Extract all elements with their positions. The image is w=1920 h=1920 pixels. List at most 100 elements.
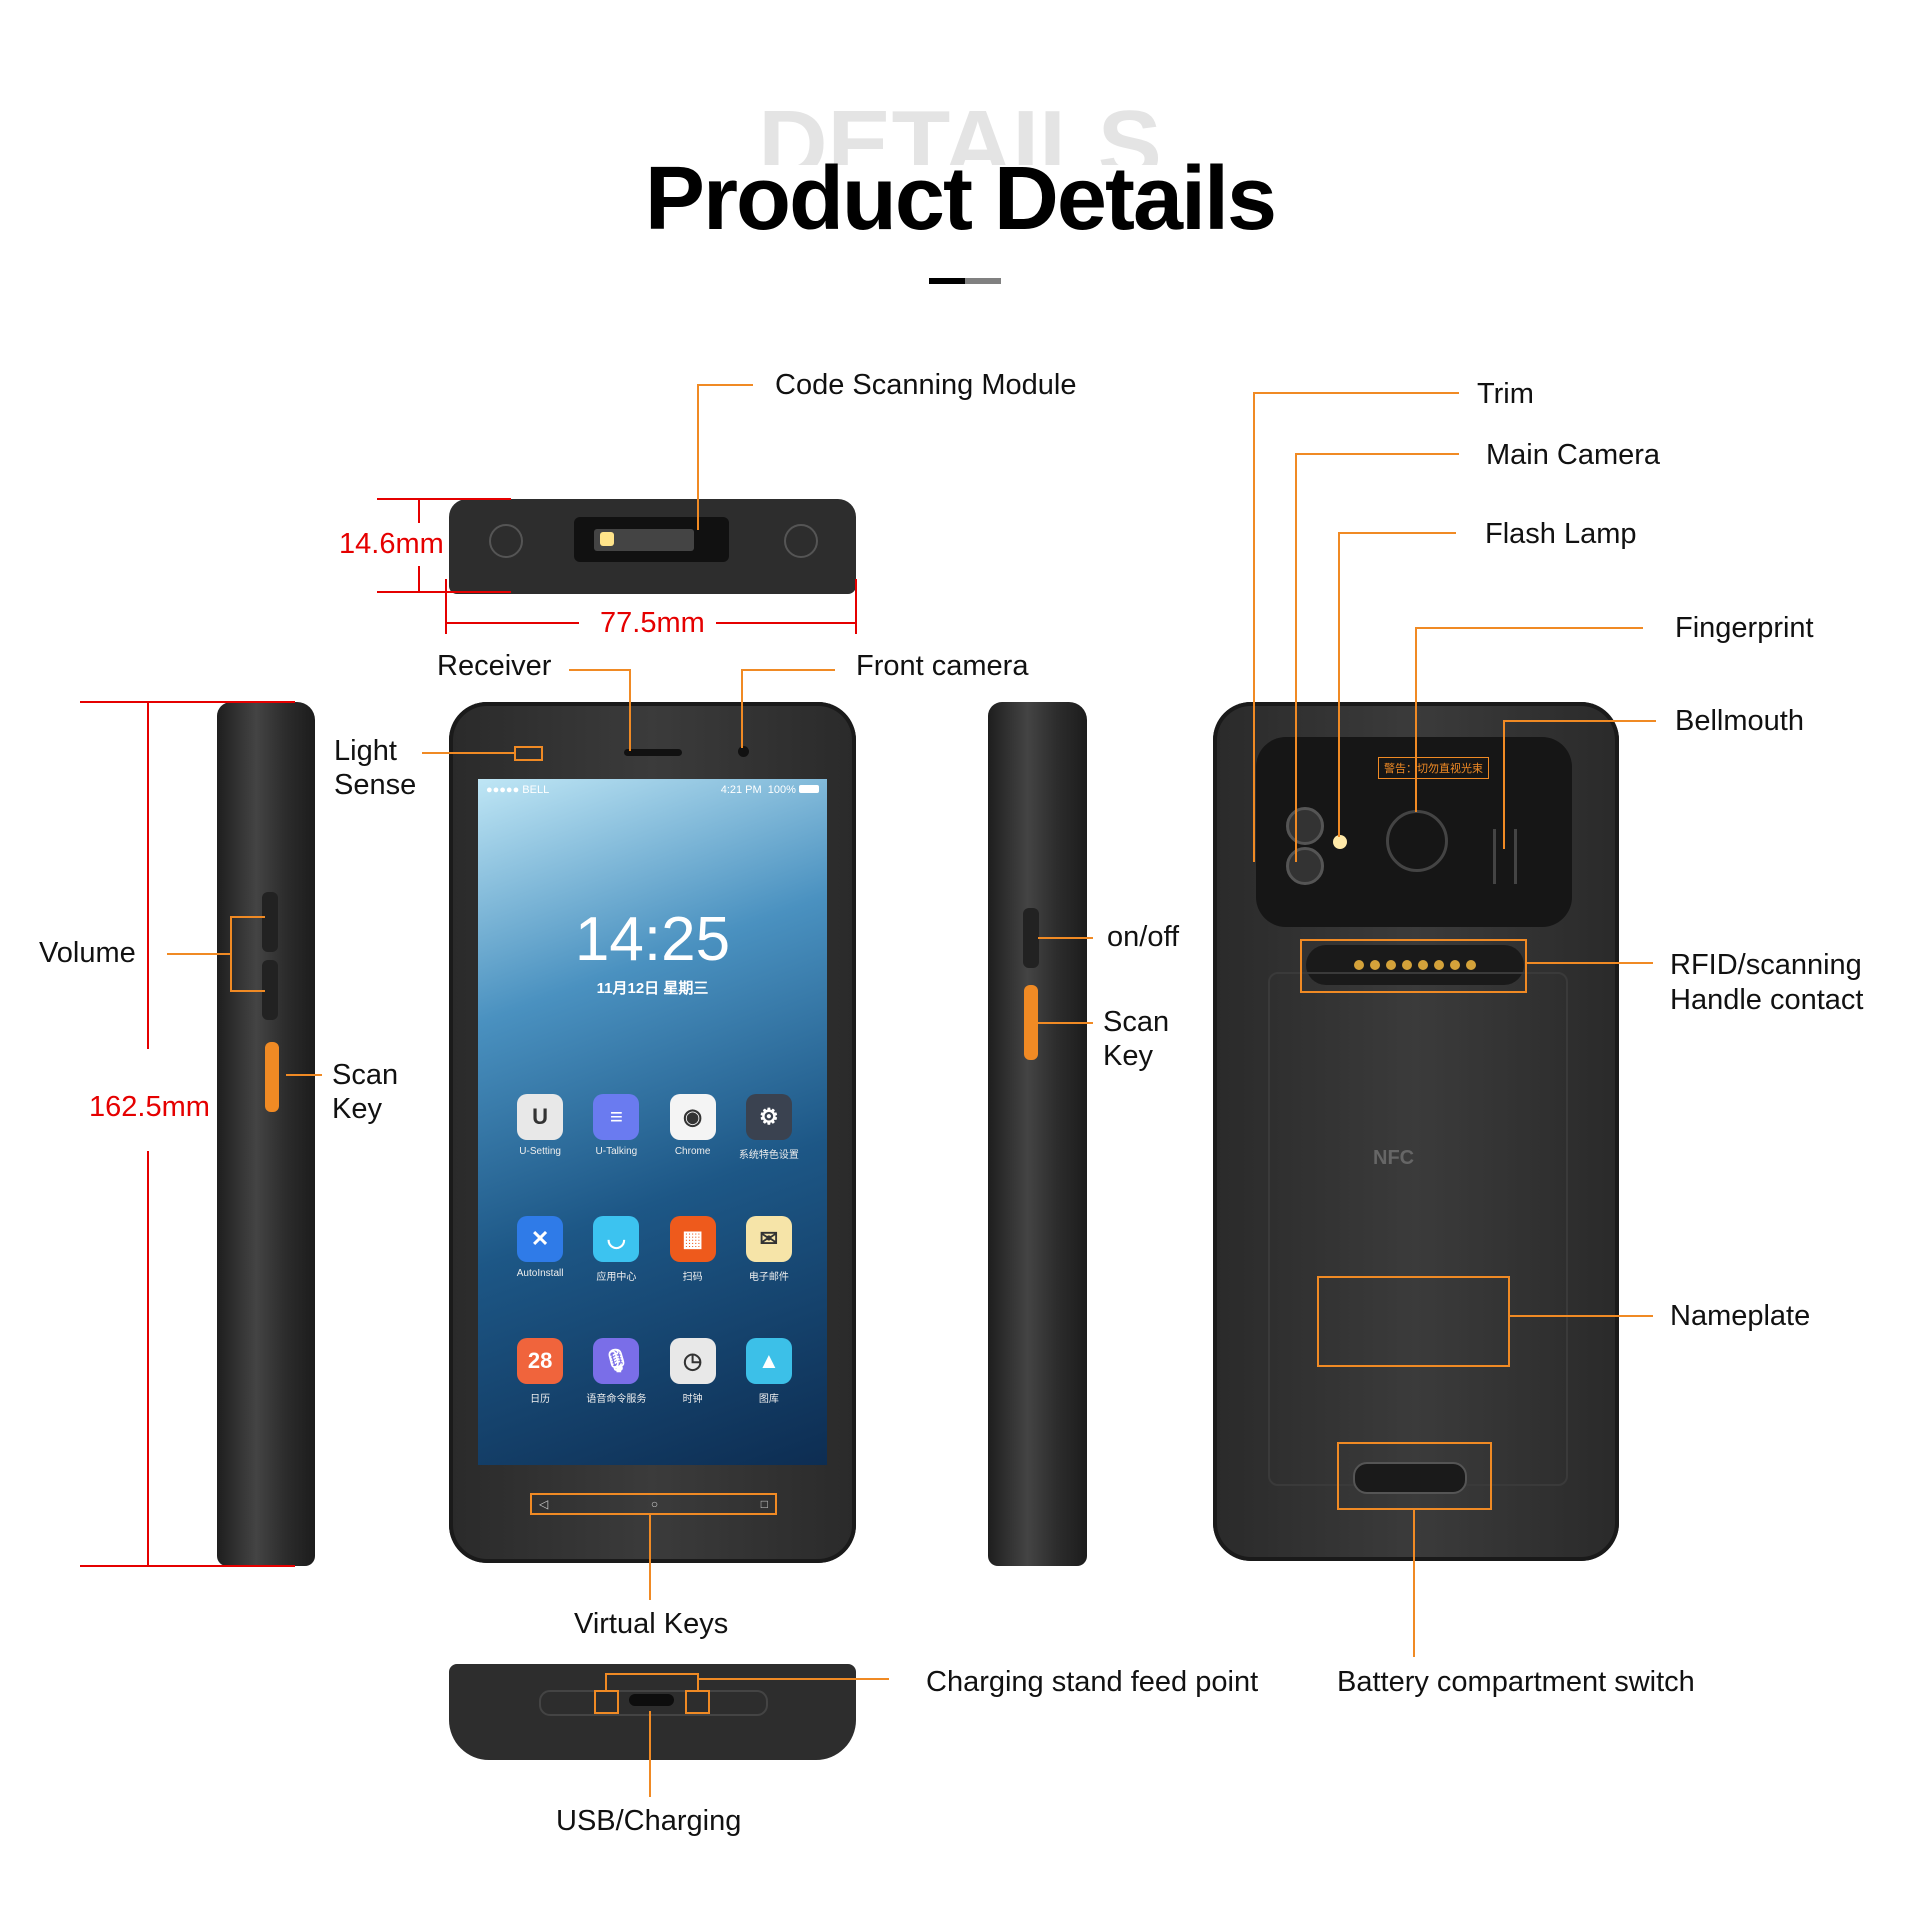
app-icon: ▦ bbox=[669, 1216, 716, 1262]
device-left-side bbox=[217, 702, 315, 1566]
app-icon-item[interactable]: 🎙 语音命令服务 bbox=[578, 1338, 654, 1405]
flash-lamp bbox=[1333, 835, 1347, 849]
label-on-off: on/off bbox=[1107, 921, 1180, 953]
label-flash-lamp: Flash Lamp bbox=[1485, 518, 1637, 550]
virtual-keys-bar: ◁ ○ □ bbox=[531, 1494, 776, 1514]
title-divider-accent bbox=[965, 278, 1001, 284]
back-key-icon[interactable]: ◁ bbox=[539, 1497, 549, 1511]
label-fingerprint: Fingerprint bbox=[1675, 612, 1814, 644]
label-rfid-1: RFID/scanning bbox=[1670, 949, 1862, 981]
label-virtual-keys: Virtual Keys bbox=[574, 1608, 729, 1640]
app-label: AutoInstall bbox=[516, 1268, 564, 1279]
status-bar: ●●●●● BELL 4:21 PM 100% bbox=[486, 784, 819, 796]
volume-button-down bbox=[262, 960, 278, 1020]
label-light-sense-2: Sense bbox=[334, 769, 417, 801]
battery-icon bbox=[799, 785, 819, 793]
app-label: 语音命令服务 bbox=[586, 1394, 647, 1405]
home-key-icon[interactable]: ○ bbox=[650, 1497, 659, 1511]
app-icon: ▲ bbox=[745, 1338, 792, 1384]
label-light-sense-1: Light bbox=[334, 735, 397, 767]
label-scan-key-mid-1: Scan bbox=[1103, 1006, 1170, 1038]
ghost-heading: DETAILS bbox=[758, 95, 1162, 165]
app-icon-item[interactable]: 28 日历 bbox=[502, 1338, 578, 1405]
app-icon: ≡ bbox=[593, 1094, 640, 1140]
app-icon-item[interactable]: ▦ 扫码 bbox=[655, 1216, 731, 1283]
app-icon: 28 bbox=[517, 1338, 564, 1384]
carrier-label: ●●●●● BELL bbox=[486, 784, 550, 796]
app-icon-item[interactable]: ✉ 电子邮件 bbox=[731, 1216, 807, 1283]
app-label: 日历 bbox=[530, 1394, 551, 1405]
app-label: 电子邮件 bbox=[748, 1272, 789, 1283]
app-icon: ◡ bbox=[593, 1216, 640, 1262]
volume-button-up bbox=[262, 892, 278, 952]
app-label: 时钟 bbox=[682, 1394, 703, 1405]
label-volume: Volume bbox=[39, 937, 136, 969]
label-scan-key-mid-2: Key bbox=[1103, 1040, 1153, 1072]
scan-key-left bbox=[265, 1042, 279, 1112]
label-usb-charging: USB/Charging bbox=[556, 1805, 742, 1837]
app-icon: U bbox=[517, 1094, 564, 1140]
label-main-camera: Main Camera bbox=[1486, 439, 1661, 471]
scanner-window bbox=[574, 517, 729, 562]
label-trim: Trim bbox=[1477, 378, 1534, 410]
dimension-thickness: 14.6mm bbox=[339, 528, 444, 560]
app-icon: ✉ bbox=[745, 1216, 792, 1262]
camera-module: 警告：切勿直视光束 bbox=[1256, 737, 1572, 927]
status-time: 4:21 PM bbox=[720, 784, 762, 796]
app-icon-item[interactable]: ✕ AutoInstall bbox=[502, 1216, 578, 1283]
app-icon-item[interactable]: U U-Setting bbox=[502, 1094, 578, 1161]
warning-label: 警告：切勿直视光束 bbox=[1378, 757, 1489, 779]
label-receiver: Receiver bbox=[437, 650, 552, 682]
app-icon: ⚙ bbox=[745, 1094, 792, 1140]
dimension-width: 77.5mm bbox=[600, 607, 705, 639]
app-icon-item[interactable]: ◡ 应用中心 bbox=[578, 1216, 654, 1283]
label-scan-key-left-2: Key bbox=[332, 1093, 382, 1125]
app-label: U-Setting bbox=[519, 1146, 561, 1157]
power-button bbox=[1023, 908, 1039, 968]
recents-key-icon[interactable]: □ bbox=[760, 1497, 768, 1511]
scanner-led-icon bbox=[600, 532, 614, 546]
second-camera-lens bbox=[1286, 847, 1324, 885]
app-icon-item[interactable]: ≡ U-Talking bbox=[578, 1094, 654, 1161]
app-label: 应用中心 bbox=[596, 1272, 637, 1283]
pogo-contacts bbox=[1306, 945, 1524, 985]
app-label: 扫码 bbox=[682, 1272, 703, 1283]
dimension-height: 162.5mm bbox=[89, 1091, 210, 1123]
app-label: 图库 bbox=[758, 1394, 779, 1405]
device-right-side bbox=[988, 702, 1087, 1566]
app-icon: ✕ bbox=[517, 1216, 564, 1262]
label-bellmouth: Bellmouth bbox=[1675, 705, 1804, 737]
device-screen: ●●●●● BELL 4:21 PM 100% 14:25 11月12日 星期三… bbox=[478, 779, 827, 1465]
label-rfid-2: Handle contact bbox=[1670, 984, 1864, 1016]
receiver-slot bbox=[624, 749, 682, 756]
battery-percent: 100% bbox=[767, 784, 796, 796]
app-icon: 🎙 bbox=[593, 1338, 640, 1384]
app-label: Chrome bbox=[674, 1146, 711, 1157]
label-front-camera: Front camera bbox=[856, 650, 1029, 682]
app-icon-item[interactable]: ⚙ 系统特色设置 bbox=[731, 1094, 807, 1161]
usb-port bbox=[629, 1694, 674, 1706]
lock-date: 11月12日 星期三 bbox=[596, 980, 709, 997]
app-grid: U U-Setting ≡ U-Talking ◉ Chrome ⚙ 系统特色设置 ✕ AutoI… bbox=[502, 1094, 807, 1405]
scan-key-right bbox=[1024, 985, 1038, 1060]
speaker-grille bbox=[1493, 829, 1517, 884]
nfc-logo: NFC bbox=[1373, 1147, 1415, 1169]
device-top-view bbox=[449, 499, 856, 594]
title-divider bbox=[929, 278, 965, 284]
label-charging-stand: Charging stand feed point bbox=[926, 1666, 1259, 1698]
page-title: Product Details bbox=[644, 149, 1277, 249]
app-label: U-Talking bbox=[595, 1146, 638, 1157]
app-icon-item[interactable]: ▲ 图库 bbox=[731, 1338, 807, 1405]
main-camera-lens bbox=[1286, 807, 1324, 845]
label-battery-switch: Battery compartment switch bbox=[1337, 1666, 1695, 1698]
app-icon: ◷ bbox=[669, 1338, 716, 1384]
battery-latch bbox=[1353, 1462, 1467, 1494]
label-scan-key-left-1: Scan bbox=[332, 1059, 399, 1091]
app-label: 系统特色设置 bbox=[738, 1150, 799, 1161]
label-nameplate: Nameplate bbox=[1670, 1300, 1811, 1332]
app-icon-item[interactable]: ◉ Chrome bbox=[655, 1094, 731, 1161]
app-icon-item[interactable]: ◷ 时钟 bbox=[655, 1338, 731, 1405]
app-icon: ◉ bbox=[669, 1094, 716, 1140]
lock-clock: 14:25 bbox=[574, 905, 731, 974]
